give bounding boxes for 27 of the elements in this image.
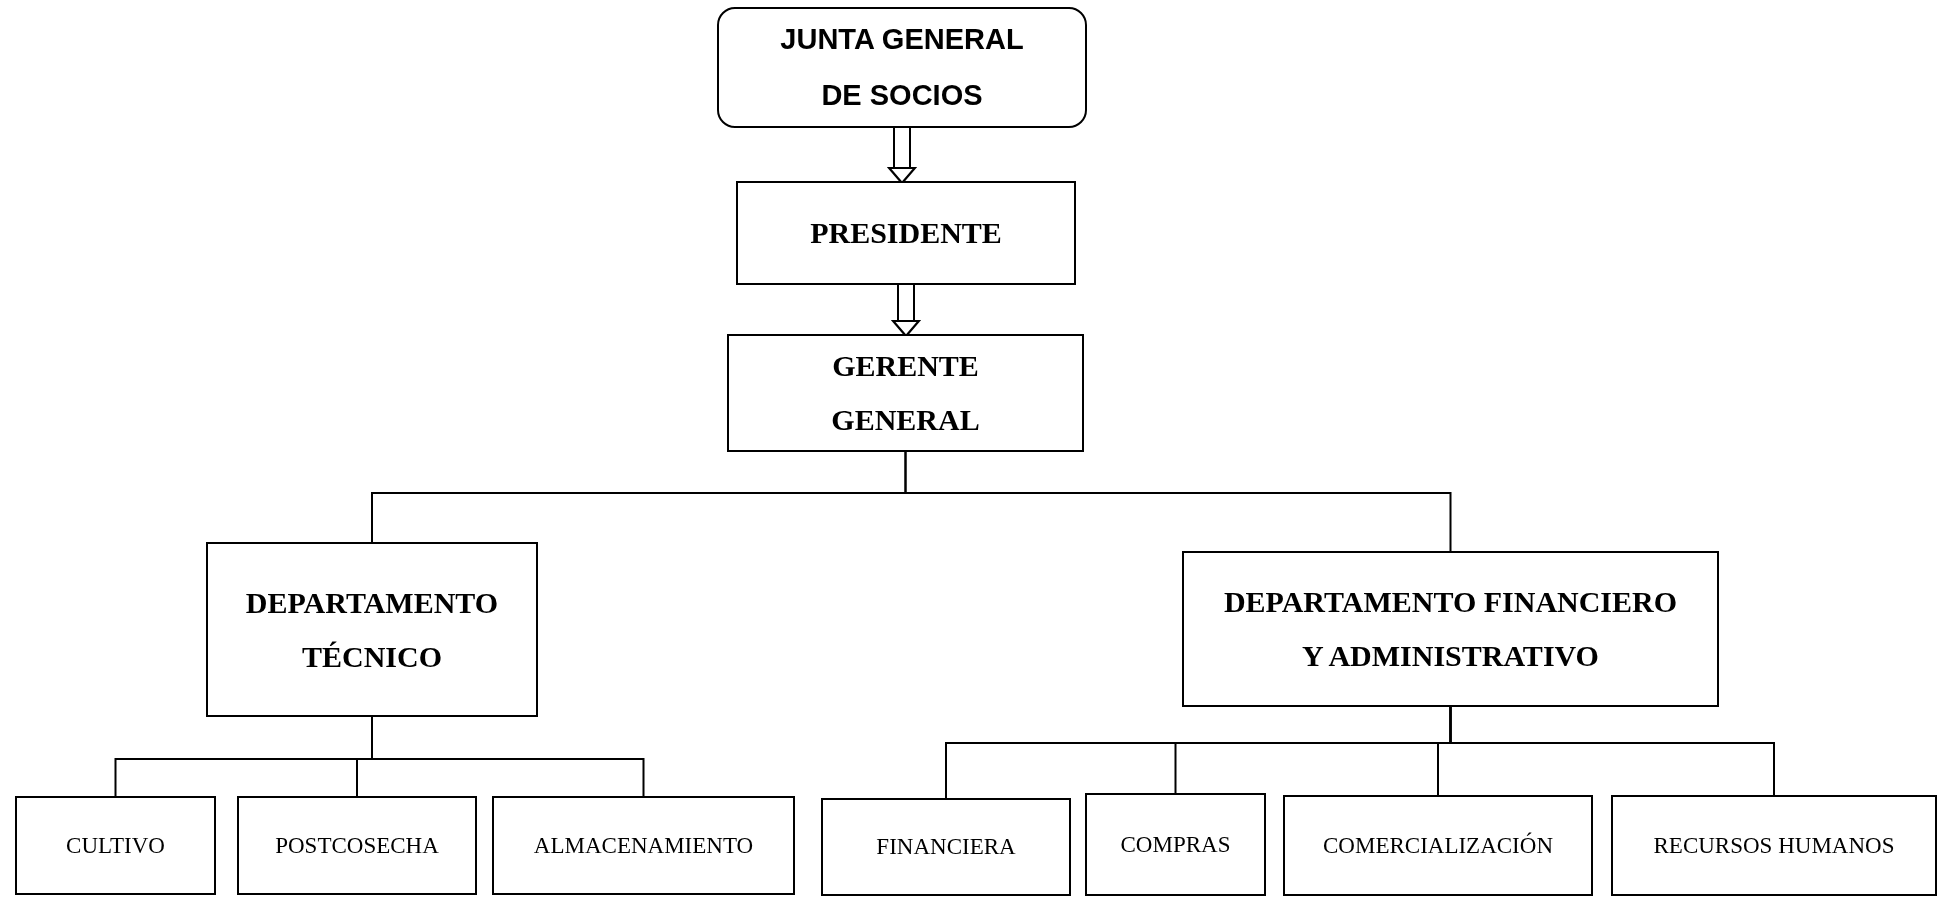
box-label: COMPRAS bbox=[1120, 830, 1231, 859]
box-label: ALMACENAMIENTO bbox=[533, 831, 754, 860]
org-box bbox=[736, 181, 1076, 285]
org-box bbox=[821, 798, 1071, 896]
org-box bbox=[492, 796, 795, 895]
org-box bbox=[1611, 795, 1937, 896]
org-box bbox=[206, 542, 538, 717]
box-label: CULTIVO bbox=[66, 831, 165, 860]
org-box bbox=[727, 334, 1084, 452]
box-label: FINANCIERA bbox=[876, 833, 1016, 861]
connector-line bbox=[904, 451, 1452, 552]
org-box bbox=[1085, 793, 1266, 896]
org-box bbox=[15, 796, 216, 895]
box-label: JUNTA GENERAL DE SOCIOS bbox=[779, 22, 1025, 113]
connector-line bbox=[1449, 706, 1775, 796]
connector-line bbox=[371, 716, 645, 797]
box-label: COMERCIALIZACIÓN bbox=[1323, 831, 1553, 860]
box-label: DEPARTAMENTO FINANCIERO Y ADMINISTRATIVO bbox=[1222, 584, 1679, 674]
box-label: PRESIDENTE bbox=[810, 215, 1002, 251]
box-label: POSTCOSECHA bbox=[275, 831, 439, 860]
box-label: DEPARTAMENTO TÉCNICO bbox=[244, 584, 500, 675]
rounded-box bbox=[717, 7, 1087, 128]
box-label: RECURSOS HUMANOS bbox=[1653, 831, 1895, 860]
org-box bbox=[1283, 795, 1593, 896]
org-box bbox=[1182, 551, 1719, 707]
org-box bbox=[237, 796, 477, 895]
box-label: GERENTE GENERAL bbox=[830, 348, 981, 438]
